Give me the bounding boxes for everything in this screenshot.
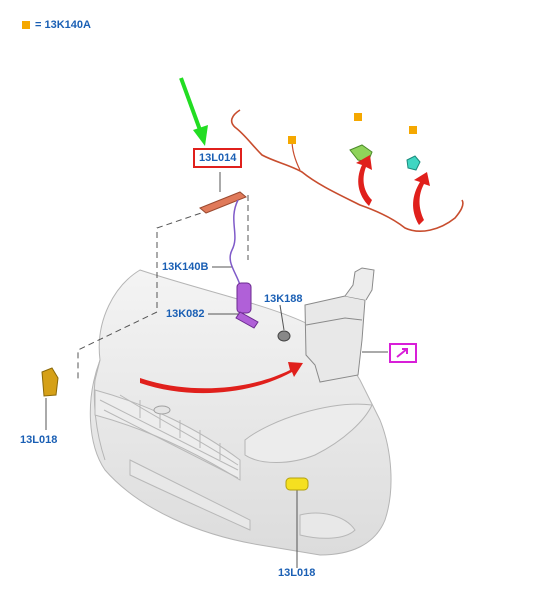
connector-marker [354,113,362,121]
label-13k140b: 13K140B [162,261,209,273]
washer-jet-icon [199,191,247,214]
left-jet-icon [41,367,59,397]
jet-cover-icon [285,477,309,491]
grommet-icon [277,330,291,342]
washer-hose [229,199,241,286]
flow-arrows [140,155,430,394]
washer-reservoir-icon [304,267,375,383]
legend-text: = 13K140A [35,19,91,31]
label-13k188: 13K188 [264,293,303,305]
label-leaders [45,172,388,568]
harness-branch [291,139,301,171]
wiring-harness [230,109,464,232]
cyan-sensor-icon [406,155,421,171]
reference-box[interactable] [389,343,417,363]
pointer-arrow [179,77,208,146]
label-13l018-left: 13L018 [20,434,58,446]
badge [153,405,171,415]
label-13k082: 13K082 [166,308,205,320]
connector-marker [288,136,296,144]
connector-marker [409,126,417,134]
label-13l014: 13L014 [193,148,243,168]
washer-pump-icon [235,282,259,329]
label-13l018-bottom: 13L018 [278,567,316,579]
legend: = 13K140A [22,19,91,31]
legend-marker-icon [22,21,30,29]
leader-lines [77,195,249,380]
front-grille [94,389,356,539]
reference-arrow-icon [396,348,408,358]
